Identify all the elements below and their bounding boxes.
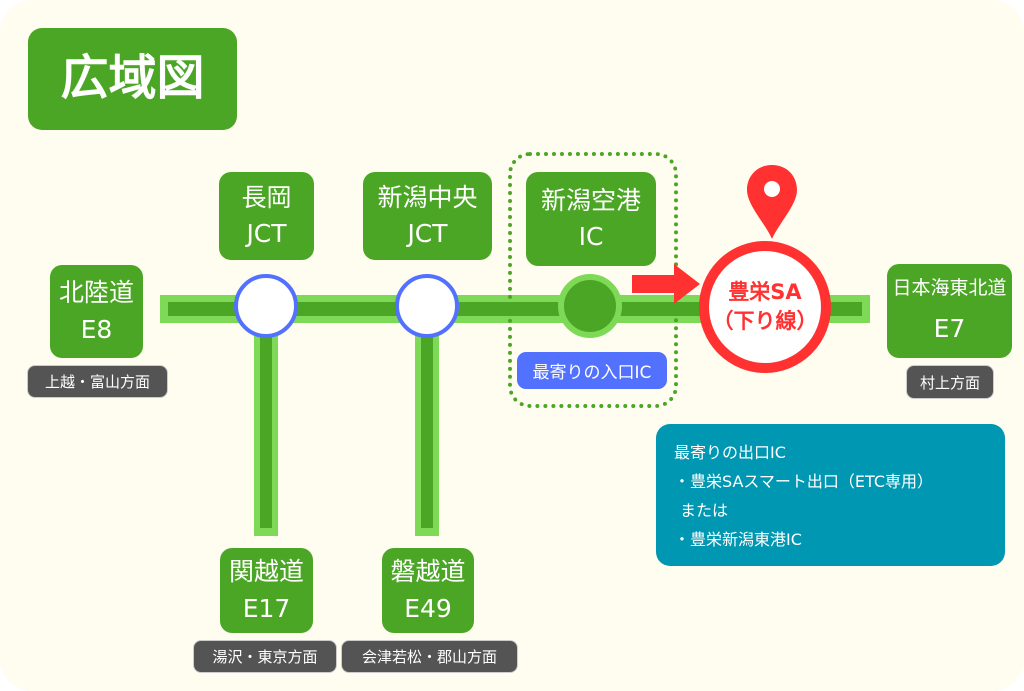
banetsu-road xyxy=(415,306,439,536)
hokuriku-direction: 上越・富山方面 xyxy=(27,365,168,398)
map-title: 広域図 xyxy=(28,28,237,130)
jct-name: 新潟中央 xyxy=(377,182,478,212)
info-line: ・豊栄SAスマート出口（ETC専用） xyxy=(674,472,934,491)
nearest-exit-info: 最寄りの出口IC ・豊栄SAスマート出口（ETC専用） または ・豊栄新潟東港I… xyxy=(656,424,1005,566)
route-code: E17 xyxy=(242,593,291,623)
route-code: E8 xyxy=(80,314,113,344)
nihonkai-direction: 村上方面 xyxy=(906,365,994,399)
nihonkai-route-box: 日本海東北道 E7 xyxy=(887,264,1012,358)
niigata-chuo-jct-box: 新潟中央 JCT xyxy=(363,172,492,260)
route-code: E49 xyxy=(404,593,452,623)
airport-ic-box: 新潟空港 IC xyxy=(526,172,656,266)
hokuriku-route-box: 北陸道 E8 xyxy=(50,265,143,358)
route-name: 北陸道 xyxy=(58,278,134,308)
banetsu-route-box: 磐越道 E49 xyxy=(382,548,474,633)
info-line: ・豊栄新潟東港IC xyxy=(674,530,802,549)
toyosaka-sa-node: 豊栄SA （下り線） xyxy=(699,241,831,373)
ic-name: 新潟空港 xyxy=(540,185,641,215)
nearest-entrance-badge: 最寄りの入口IC xyxy=(517,352,667,389)
nagaoka-jct-box: 長岡 JCT xyxy=(219,172,314,260)
arrow-right-icon xyxy=(632,264,700,304)
nagaoka-jct-node xyxy=(234,274,298,338)
sa-name: 豊栄SA xyxy=(728,279,802,304)
route-name: 磐越道 xyxy=(390,557,466,587)
route-name: 関越道 xyxy=(228,557,304,587)
jct-name: 長岡 xyxy=(241,182,292,212)
kanetsu-direction: 湯沢・東京方面 xyxy=(193,640,337,673)
airport-ic-node xyxy=(558,274,622,338)
info-heading: 最寄りの出口IC xyxy=(674,443,786,462)
banetsu-direction: 会津若松・郡山方面 xyxy=(341,640,518,673)
kanetsu-road xyxy=(254,306,278,536)
route-code: E7 xyxy=(933,313,966,343)
kanetsu-route-box: 関越道 E17 xyxy=(220,548,313,633)
jct-type: JCT xyxy=(246,219,287,248)
jct-type: JCT xyxy=(407,219,448,248)
location-pin-icon xyxy=(747,165,797,239)
ic-type: IC xyxy=(578,222,604,251)
niigata-chuo-jct-node xyxy=(395,274,459,338)
sa-direction: （下り線） xyxy=(712,309,818,333)
route-name: 日本海東北道 xyxy=(892,277,1007,300)
info-line: または xyxy=(680,501,729,520)
